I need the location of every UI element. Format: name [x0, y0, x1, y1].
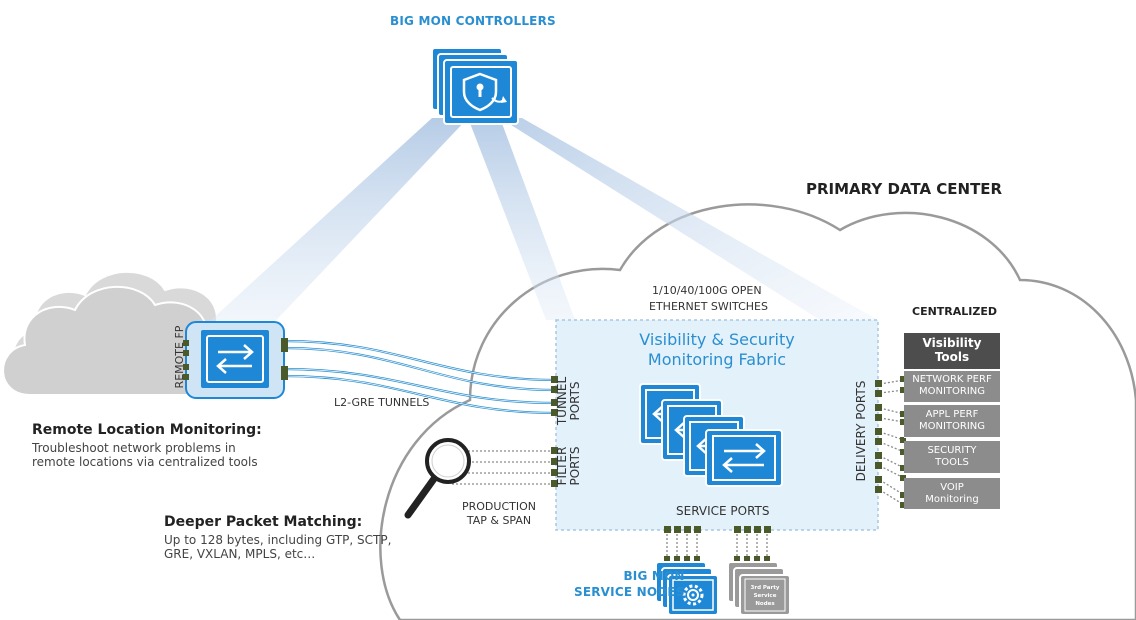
- remote-fp-switch: [183, 321, 288, 399]
- visibility-tools-line2: Tools: [934, 350, 970, 364]
- tunnel-ports-label: TUNNEL PORTS: [555, 371, 584, 431]
- remote-monitoring-line1: Troubleshoot network problems in: [32, 441, 236, 455]
- tool-appl-perf-line2: MONITORING: [918, 421, 986, 432]
- filter-port-markers: [551, 447, 558, 487]
- delivery-ports-label: DELIVERY PORTS: [854, 380, 868, 482]
- switches-label-line2: ETHERNET SWITCHES: [649, 300, 768, 313]
- tool-network-perf-line2: MONITORING: [918, 386, 986, 397]
- controllers-title: BIG MON CONTROLLERS: [390, 14, 556, 28]
- filter-ports-line2: PORTS: [568, 446, 582, 486]
- production-line1: PRODUCTION: [462, 500, 536, 513]
- tool-appl-perf-line1: APPL PERF: [925, 409, 979, 420]
- tool-security: SECURITY TOOLS: [904, 441, 1000, 474]
- packet-matching-line1: Up to 128 bytes, including GTP, SCTP,: [164, 533, 392, 547]
- visibility-tools-line1: Visibility: [922, 336, 982, 350]
- service-ports-label: SERVICE PORTS: [676, 504, 770, 518]
- remote-monitoring-heading: Remote Location Monitoring:: [32, 422, 262, 438]
- fabric-switch-stack: [639, 383, 783, 487]
- magnifying-glass-icon: [404, 438, 471, 519]
- remote-fp-label: REMOTE FP: [173, 325, 186, 389]
- service-nodes-line1: BIG MON: [623, 569, 685, 583]
- tool-security-line2: TOOLS: [935, 457, 969, 468]
- tool-security-line1: SECURITY: [927, 445, 977, 456]
- remote-monitoring-line2: remote locations via centralized tools: [32, 455, 258, 469]
- service-nodes-label: BIG MON SERVICE NODES: [574, 568, 685, 600]
- primary-dc-title: PRIMARY DATA CENTER: [806, 180, 1003, 198]
- tool-voip-line1: VOIP: [940, 482, 964, 493]
- controller-beam-left: [198, 118, 468, 332]
- packet-matching-line2: GRE, VXLAN, MPLS, etc…: [164, 547, 316, 561]
- tunnel-ports-line2: PORTS: [568, 381, 582, 421]
- visibility-tools-header: Visibility Tools: [904, 333, 1000, 369]
- tunnel-port-markers: [551, 376, 558, 416]
- l2gre-tunnels-label: L2-GRE TUNNELS: [334, 396, 430, 409]
- fabric-title-line2: Monitoring Fabric: [647, 350, 787, 369]
- tool-appl-perf: APPL PERF MONITORING: [904, 405, 1000, 438]
- packet-matching-heading: Deeper Packet Matching:: [164, 514, 363, 530]
- gear-icon: [655, 561, 719, 616]
- remote-monitoring-block: Remote Location Monitoring: Troubleshoot…: [32, 422, 262, 469]
- tool-network-perf-line1: NETWORK PERF: [912, 374, 992, 385]
- controller-beam-center: [468, 118, 575, 320]
- controller-beam-right: [500, 118, 878, 320]
- production-label: PRODUCTION TAP & SPAN: [462, 500, 536, 528]
- packet-matching-block: Deeper Packet Matching: Up to 128 bytes,…: [164, 514, 391, 561]
- third-party-line2: Service: [754, 593, 777, 599]
- filter-ports-label: FILTER PORTS: [555, 436, 584, 496]
- service-port-markers: [664, 526, 771, 562]
- delivery-port-markers: [875, 376, 906, 508]
- tool-voip-line2: Monitoring: [925, 494, 979, 505]
- service-nodes-line2: SERVICE NODES: [574, 585, 685, 599]
- switches-label-line1: 1/10/40/100G OPEN: [652, 284, 762, 297]
- tool-voip: VOIP Monitoring: [904, 478, 1000, 510]
- third-party-line3: Nodes: [755, 601, 775, 607]
- production-line2: TAP & SPAN: [466, 514, 532, 527]
- centralized-title: CENTRALIZED: [912, 305, 998, 318]
- third-party-line1: 3rd Party: [751, 585, 780, 591]
- fabric-title-line1: Visibility & Security: [639, 330, 795, 349]
- service-port-lines: [666, 530, 768, 560]
- shield-keyhole-magnifier-icon: [431, 47, 519, 125]
- fabric-title: Visibility & Security Monitoring Fabric: [556, 330, 878, 370]
- tool-network-perf: NETWORK PERF MONITORING: [904, 371, 1000, 403]
- third-party-service-nodes-icon: 3rd Party Service Nodes: [727, 561, 791, 616]
